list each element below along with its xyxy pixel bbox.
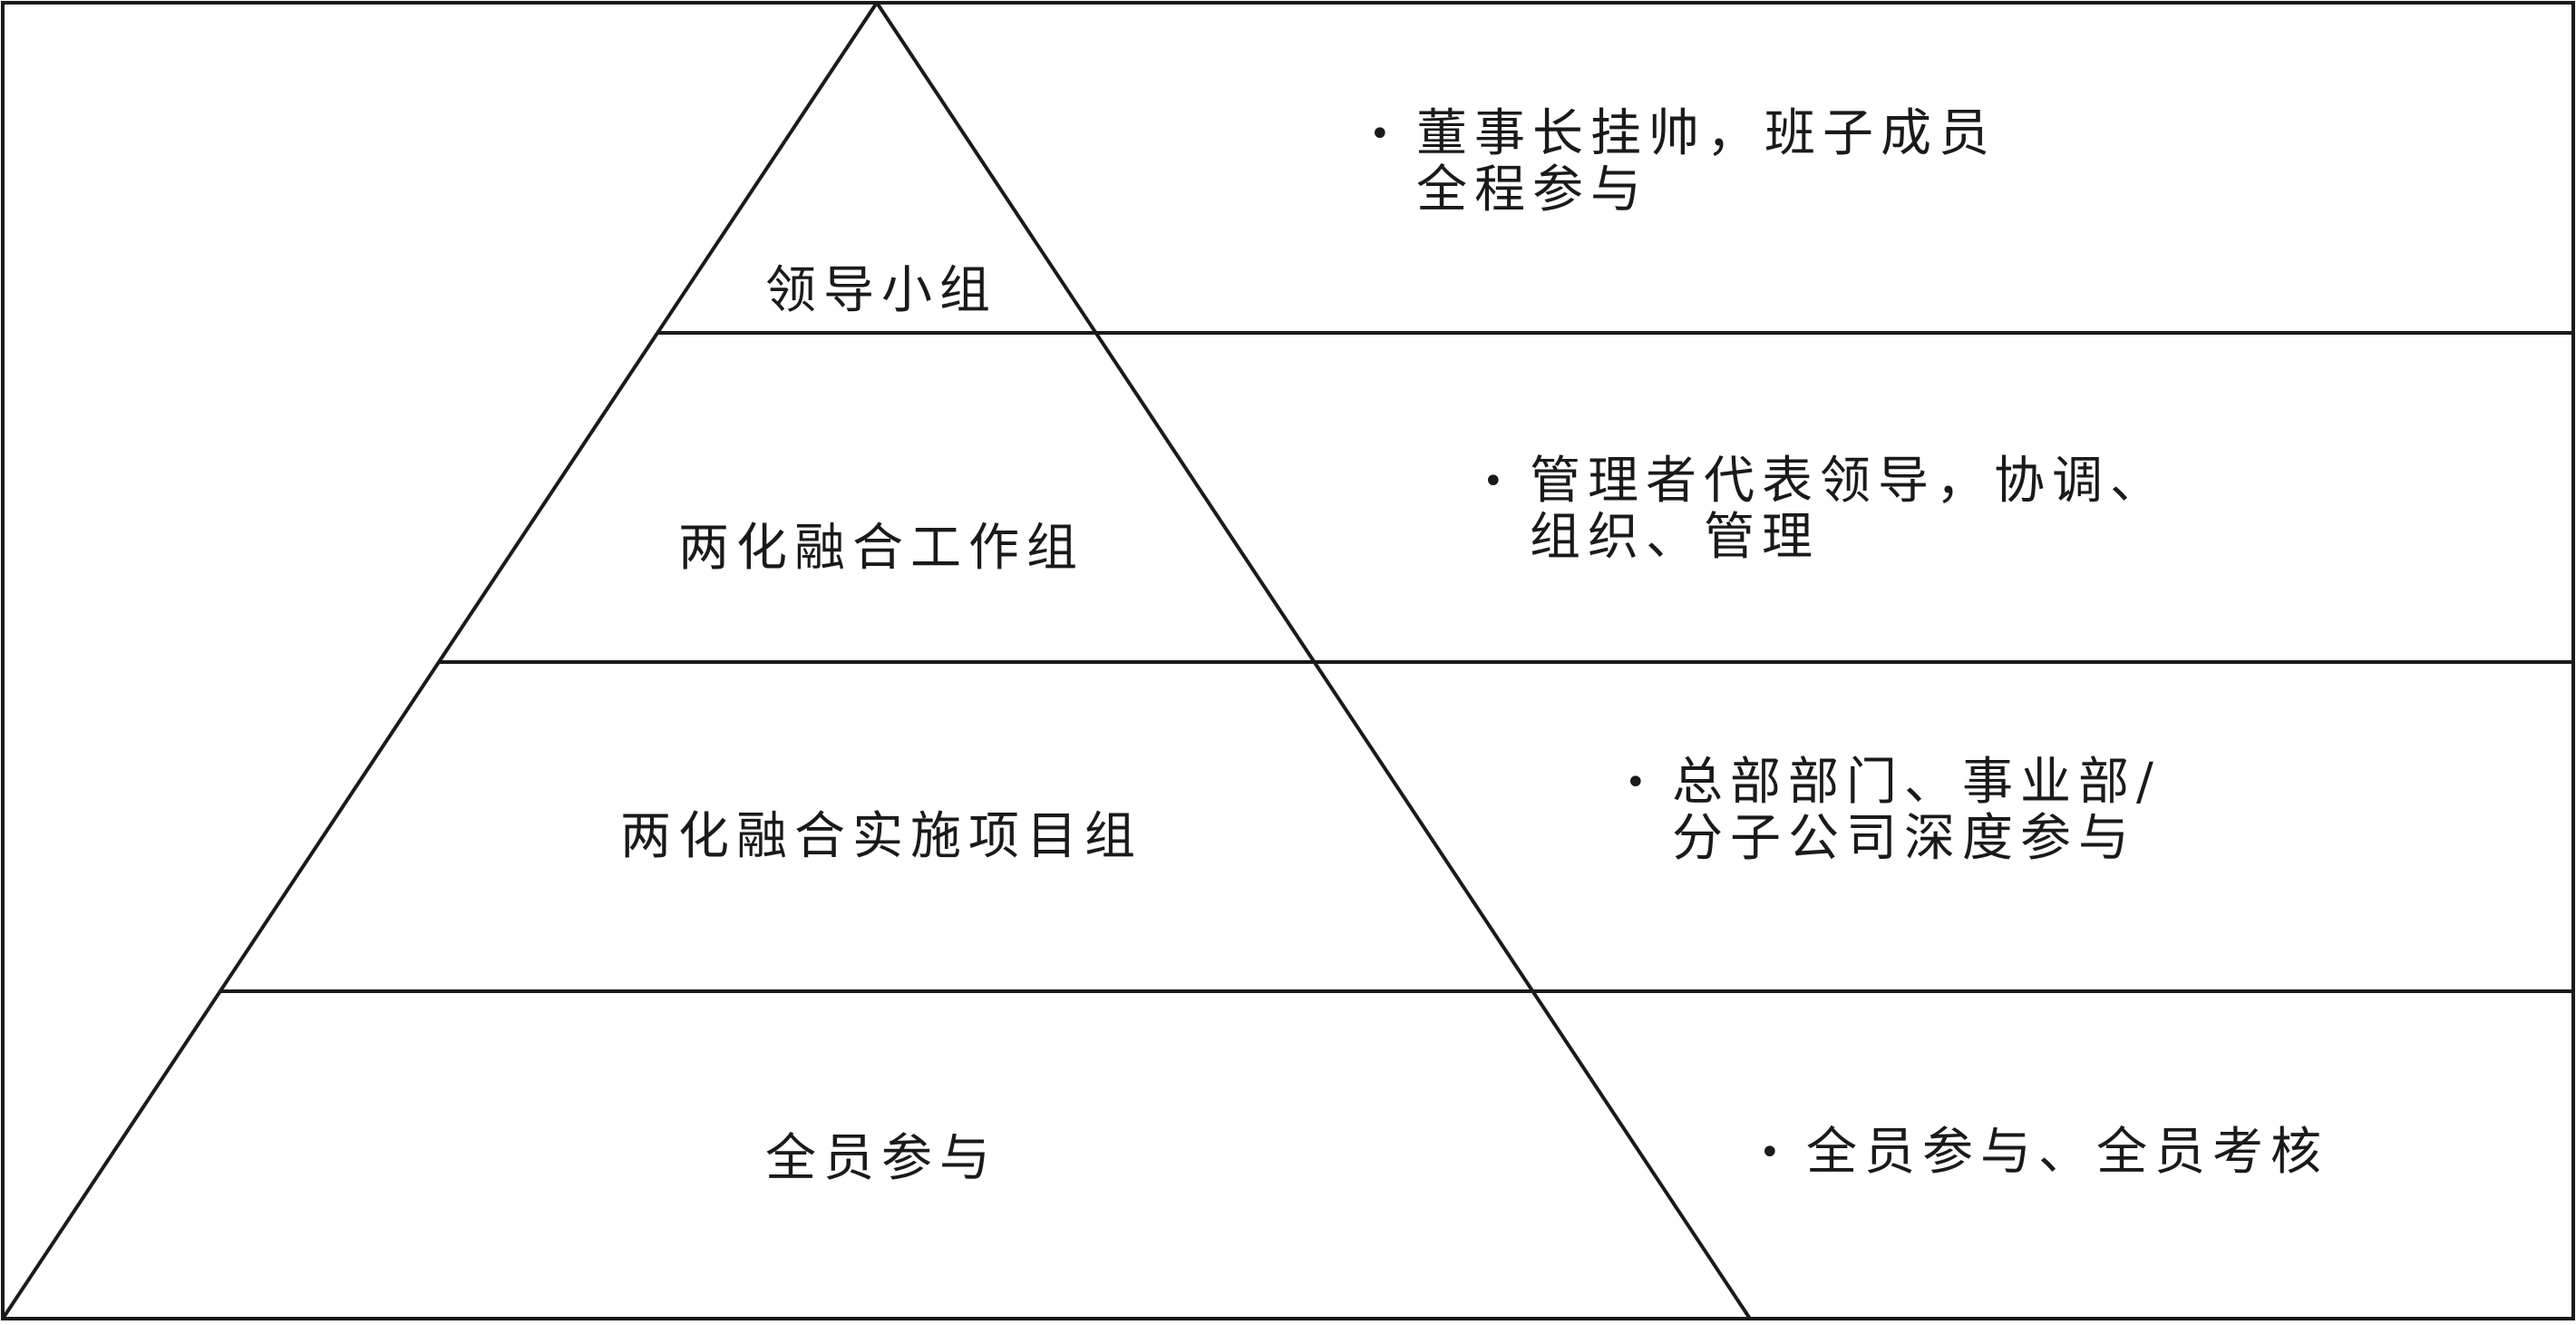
bullet-marker: • <box>1482 461 1504 502</box>
bullet-marker: • <box>1369 113 1391 155</box>
description-line: 管理者代表领导，协调、 <box>1530 452 2168 511</box>
description-line: 全程参与 <box>1416 161 1648 219</box>
tier-label-leadership-group: 领导小组 <box>765 261 997 320</box>
tier-label-implementation-project-group: 两化融合实施项目组 <box>620 807 1142 866</box>
description-line: 总部部门、事业部/ <box>1672 753 2161 812</box>
description-line: 全员参与、全员考核 <box>1806 1123 2328 1182</box>
bullet-marker: • <box>1759 1132 1781 1174</box>
tier-label-integration-working-group: 两化融合工作组 <box>678 519 1084 578</box>
tier-label-all-staff: 全员参与 <box>765 1129 997 1188</box>
description-line: 董事长挂帅，班子成员 <box>1416 104 1997 163</box>
description-line: 组织、管理 <box>1530 508 1820 567</box>
description-line: 分子公司深度参与 <box>1672 809 2136 868</box>
bullet-marker: • <box>1625 762 1647 804</box>
